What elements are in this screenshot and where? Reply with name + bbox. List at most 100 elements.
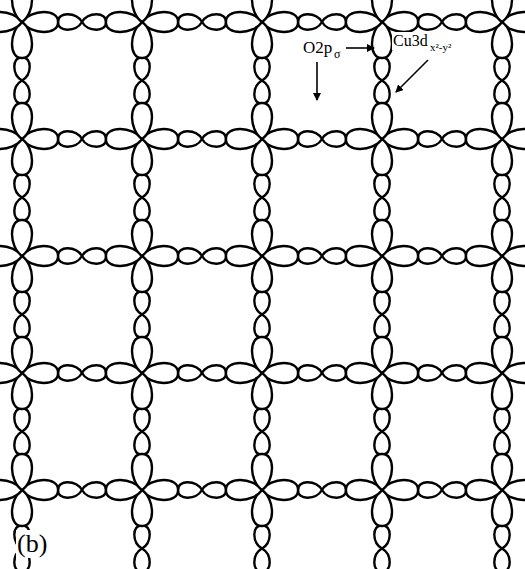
leader-arrow xyxy=(346,47,374,49)
orbital-lobe xyxy=(58,14,82,29)
orbital-lobe xyxy=(374,549,389,569)
orbital-lobe xyxy=(252,337,272,373)
orbital-lobe xyxy=(494,81,509,104)
orbital-lobe xyxy=(58,482,82,497)
orbital-lobe xyxy=(442,131,466,146)
orbital-lobe xyxy=(254,408,269,431)
orbital-lobe xyxy=(12,0,32,22)
orbital-lobe xyxy=(254,57,269,80)
orbital-lobe xyxy=(494,408,509,431)
orbital-lobe xyxy=(494,432,509,455)
orbital-lobe xyxy=(134,291,149,314)
orbital-subscript: σ xyxy=(333,47,341,61)
orbital-lobe xyxy=(82,14,106,29)
leader-arrow xyxy=(396,60,428,92)
orbital-lobe xyxy=(372,0,392,22)
orbital-lobe xyxy=(374,174,389,197)
orbital-lobe xyxy=(134,174,149,197)
orbital-lobe xyxy=(298,131,322,146)
orbital-lobe xyxy=(202,131,226,146)
orbital-lobe xyxy=(374,291,389,314)
orbital-lobe xyxy=(494,549,509,569)
orbital-lobe xyxy=(298,365,322,380)
orbital-lobe xyxy=(298,482,322,497)
orbital-lobe xyxy=(252,454,272,490)
orbital-lobe xyxy=(322,482,346,497)
orbital-lobe xyxy=(418,365,442,380)
orbital-lobe xyxy=(178,14,202,29)
orbital-lobe xyxy=(202,14,226,29)
orbital-lobe xyxy=(12,220,32,256)
orbital-lobe xyxy=(134,198,149,221)
orbital-lobe xyxy=(202,482,226,497)
orbital-lobe xyxy=(14,408,29,431)
orbital-lobe xyxy=(178,482,202,497)
orbital-lobe xyxy=(14,315,29,338)
orbital-lobe xyxy=(202,365,226,380)
orbital-lobe xyxy=(298,248,322,263)
orbital-lobe xyxy=(442,248,466,263)
panel-label: (b) xyxy=(16,530,48,558)
orbital-lobe xyxy=(252,0,272,22)
orbital-lobe xyxy=(82,131,106,146)
orbital-lobe xyxy=(254,432,269,455)
orbital-lobe xyxy=(298,14,322,29)
orbital-subscript: x²-y² xyxy=(429,41,452,54)
orbital-lobe xyxy=(132,0,152,22)
orbital-lobe xyxy=(418,482,442,497)
orbital-lobe xyxy=(374,198,389,221)
orbital-lobe xyxy=(134,432,149,455)
orbital-lobe xyxy=(492,0,512,22)
orbital-lobe xyxy=(82,482,106,497)
orbital-lobe xyxy=(322,131,346,146)
orbital-lobe xyxy=(12,103,32,139)
orbital-lobe xyxy=(494,198,509,221)
orbital-lobe xyxy=(14,198,29,221)
orbital-lobe xyxy=(132,103,152,139)
orbital-lobe xyxy=(374,432,389,455)
orbital-lobe xyxy=(252,103,272,139)
orbital-lobe xyxy=(492,454,512,490)
orbital-lobe xyxy=(494,525,509,548)
orbital-lobe xyxy=(442,14,466,29)
orbital-lobe xyxy=(134,408,149,431)
orbital-lobe xyxy=(374,315,389,338)
orbital-lobe xyxy=(492,337,512,373)
orbital-lobe xyxy=(254,198,269,221)
orbital-lobe xyxy=(14,291,29,314)
orbital-lobe xyxy=(418,14,442,29)
orbital-lobe xyxy=(494,174,509,197)
orbital-lobe xyxy=(178,365,202,380)
orbital-lobe xyxy=(322,14,346,29)
leader-arrow xyxy=(316,62,318,100)
orbital-lobe xyxy=(58,131,82,146)
orbital-lobe xyxy=(492,220,512,256)
orbital-lobe xyxy=(254,291,269,314)
orbital-lobe xyxy=(134,315,149,338)
orbital-lobe xyxy=(254,549,269,569)
orbital-lobe xyxy=(82,248,106,263)
orbital-lobe xyxy=(492,103,512,139)
orbital-lobe xyxy=(494,315,509,338)
orbital-lobe xyxy=(134,57,149,80)
orbital-lobe xyxy=(12,454,32,490)
orbital-lobe xyxy=(134,81,149,104)
orbital-lobe xyxy=(202,248,226,263)
orbital-lobe xyxy=(374,81,389,104)
orbital-lobe xyxy=(374,525,389,548)
orbital-lobe xyxy=(14,174,29,197)
orbital-lobe xyxy=(442,365,466,380)
orbital-lobe xyxy=(322,248,346,263)
orbital-lobe xyxy=(254,315,269,338)
orbital-lobe xyxy=(14,57,29,80)
orbital-lobe xyxy=(494,291,509,314)
orbital-lobe xyxy=(132,220,152,256)
orbital-lobe xyxy=(372,220,392,256)
orbital-label: Cu3d xyxy=(392,32,429,50)
orbital-lobe xyxy=(254,174,269,197)
orbital-lobe xyxy=(134,525,149,548)
orbital-lobe xyxy=(178,131,202,146)
orbital-label: O2p xyxy=(302,38,333,57)
orbital-lobe xyxy=(14,81,29,104)
